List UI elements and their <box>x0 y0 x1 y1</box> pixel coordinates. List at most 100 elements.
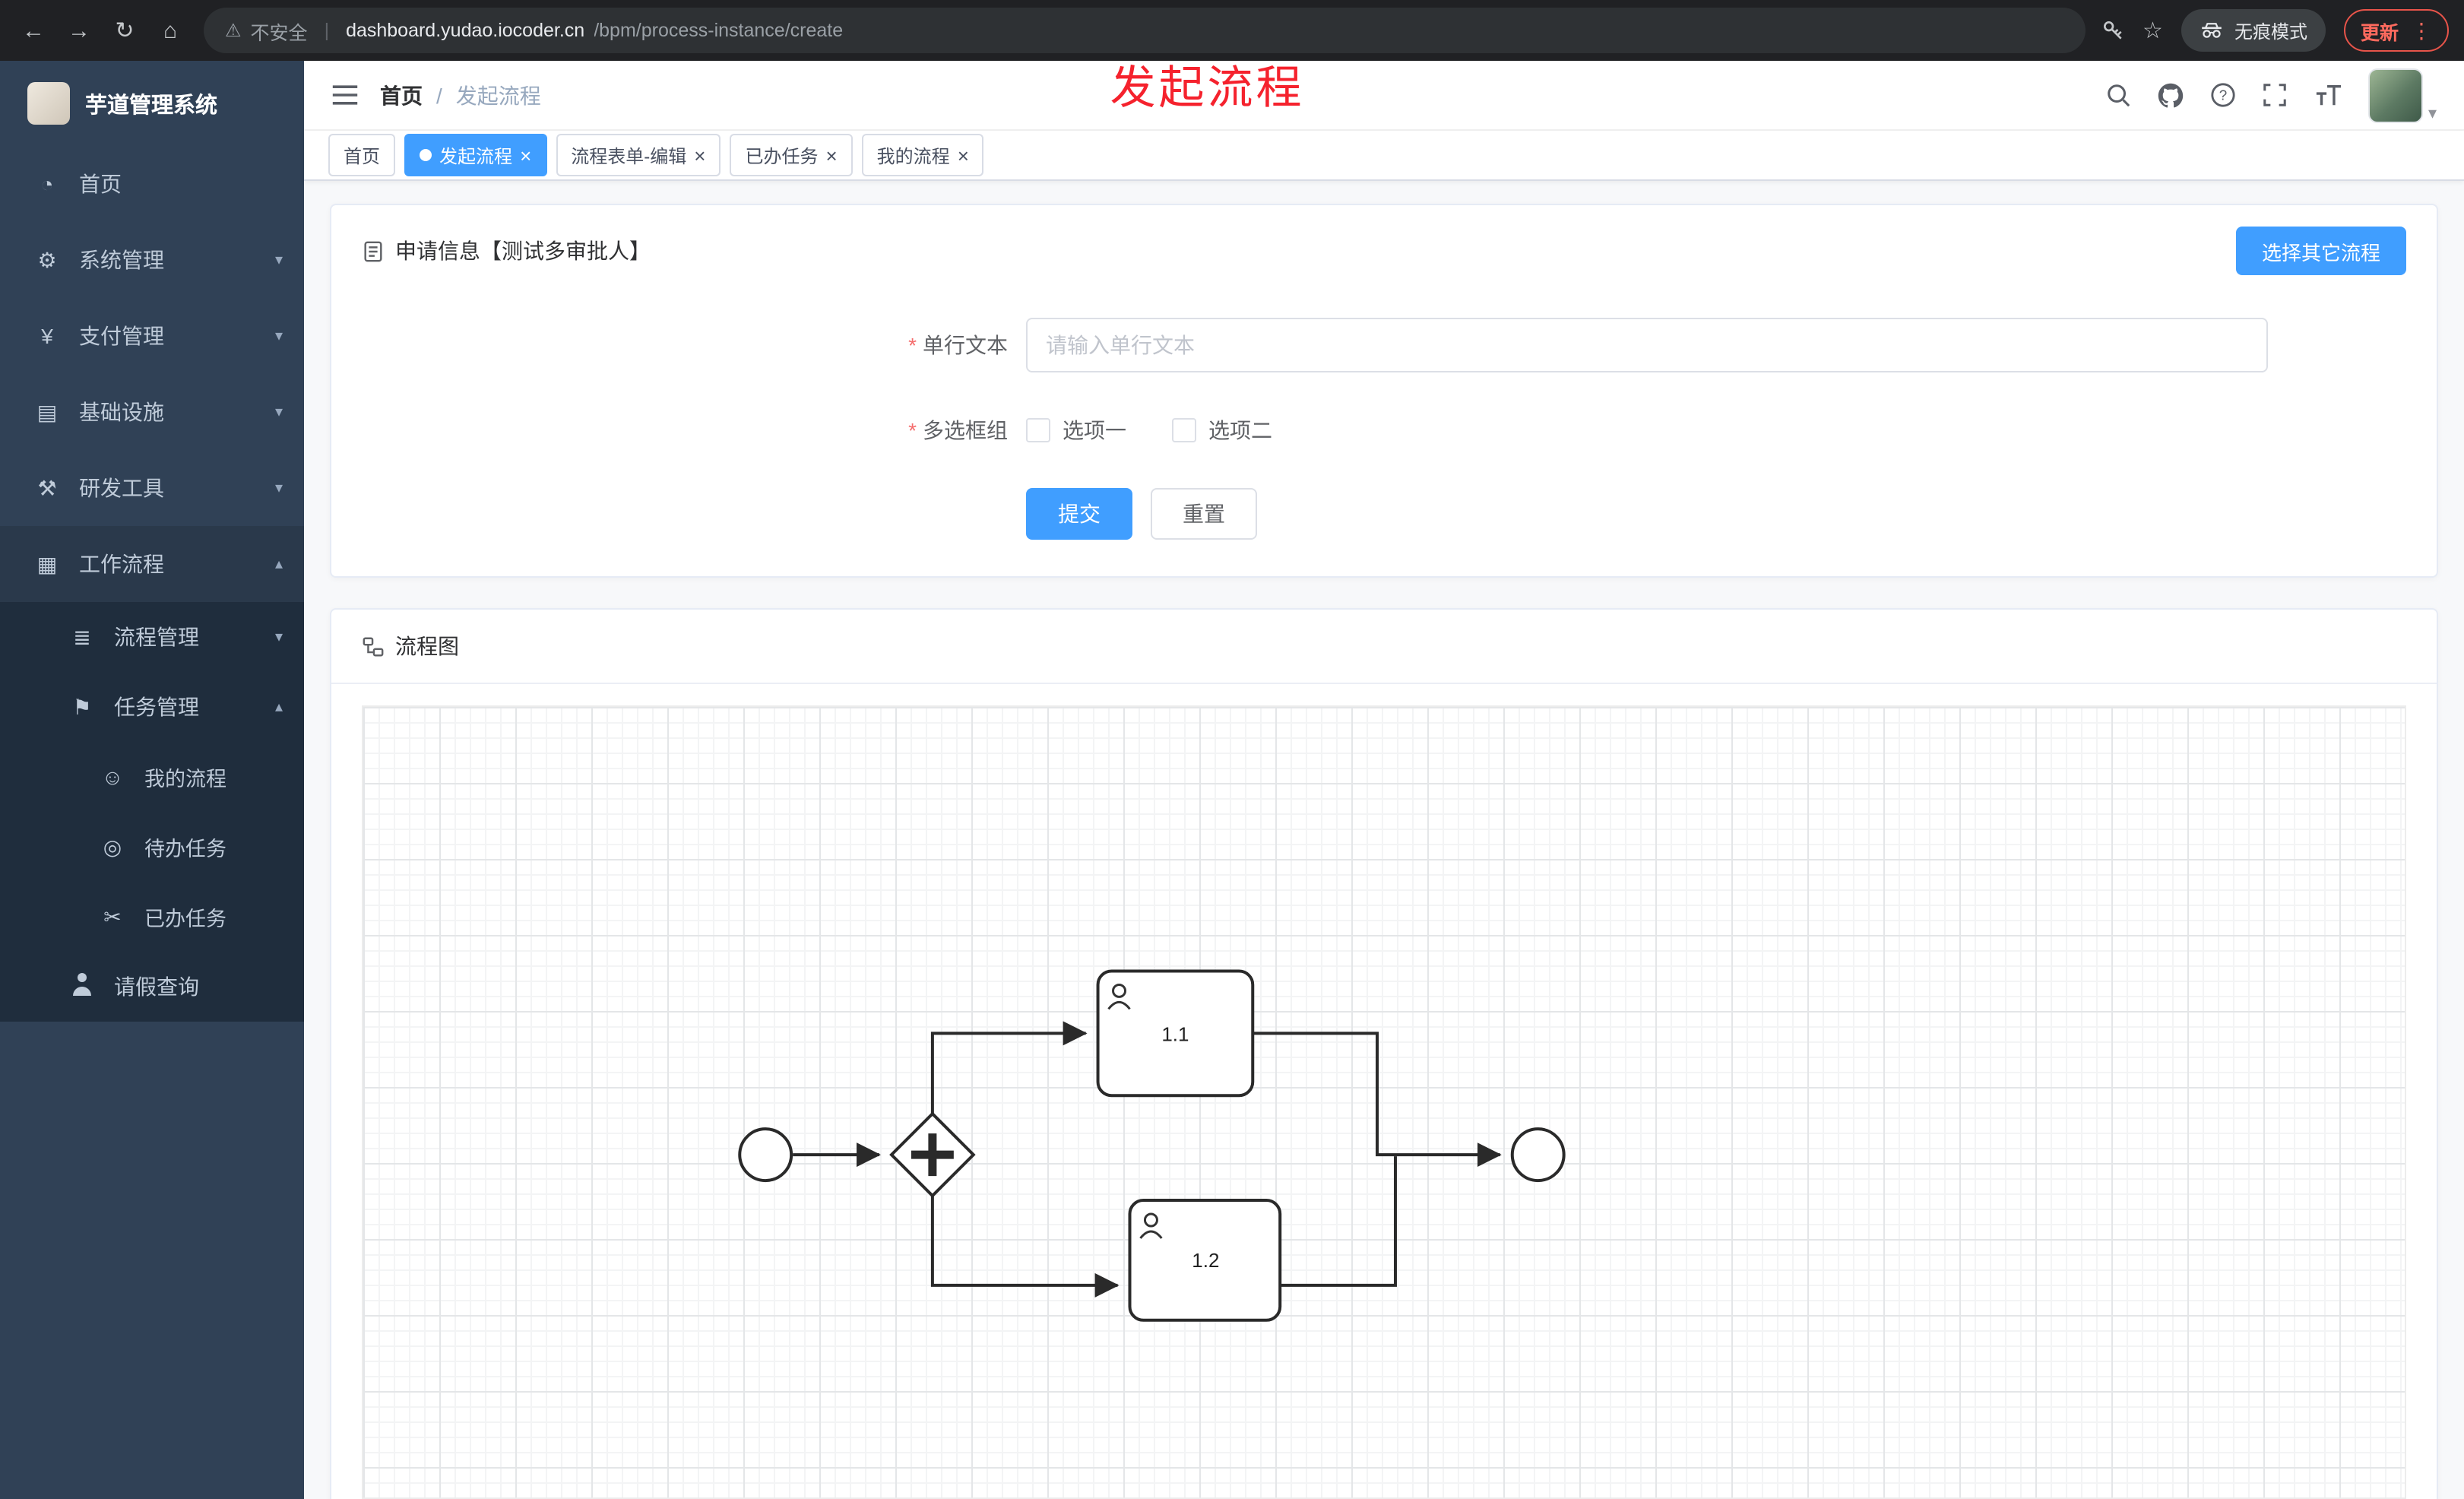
sidebar-item-workflow[interactable]: ▦ 工作流程 ▴ <box>0 526 304 602</box>
bookmark-star-icon[interactable]: ☆ <box>2143 18 2163 44</box>
close-icon[interactable]: × <box>520 144 532 166</box>
search-icon[interactable] <box>2106 82 2132 108</box>
reload-icon[interactable]: ↻ <box>115 18 135 44</box>
page-annotation-title: 发起流程 <box>1110 64 1305 114</box>
chevron-down-icon: ▾ <box>274 252 283 268</box>
update-label: 更新 <box>2360 22 2399 43</box>
single-line-text-input[interactable] <box>1026 318 2268 372</box>
breadcrumb-separator: / <box>436 83 442 107</box>
app-logo[interactable]: 芋道管理系统 <box>0 61 304 146</box>
process-diagram-title: 流程图 <box>395 634 459 658</box>
checkbox-option-1[interactable]: 选项一 <box>1026 415 1126 445</box>
main-area: 首页 / 发起流程 <box>304 61 2464 1499</box>
sidebar-item-system-management[interactable]: ⚙ 系统管理 ▾ <box>0 222 304 298</box>
breadcrumb: 首页 / 发起流程 <box>380 80 541 110</box>
security-label: 不安全 <box>250 22 308 43</box>
chevron-down-icon: ▾ <box>2428 104 2437 122</box>
sidebar-item-done-tasks[interactable]: ✂ 已办任务 <box>0 882 304 952</box>
dashboard-icon: ◔ <box>40 172 54 196</box>
reset-button[interactable]: 重置 <box>1151 488 1257 540</box>
header-actions: ? ▾ <box>2106 68 2437 122</box>
help-icon[interactable]: ? <box>2211 82 2237 108</box>
workflow-submenu: ≣ 流程管理 ▾ ⚑ 任务管理 ▴ ☺ 我的流程 ◎ 待办任务 <box>0 602 304 1022</box>
sidebar-item-todo-tasks[interactable]: ◎ 待办任务 <box>0 812 304 882</box>
incognito-label: 无痕模式 <box>2234 21 2307 42</box>
flag-icon: ⚑ <box>72 694 92 718</box>
sidebar-item-home[interactable]: ◔ 首页 <box>0 146 304 222</box>
sidebar-item-process-management[interactable]: ≣ 流程管理 ▾ <box>0 602 304 672</box>
security-warning-icon[interactable]: ⚠ <box>225 20 242 41</box>
chat-icon: ☺ <box>101 765 124 789</box>
address-bar[interactable]: ⚠ 不安全 | dashboard.yudao.iocoder.cn/bpm/p… <box>204 8 2086 53</box>
app-title: 芋道管理系统 <box>85 93 217 118</box>
browser-update-button[interactable]: 更新 ⋮ <box>2343 9 2449 52</box>
checkbox-option-2[interactable]: 选项二 <box>1172 415 1272 445</box>
choose-other-process-button[interactable]: 选择其它流程 <box>2235 227 2406 275</box>
tab-home[interactable]: 首页 <box>328 134 396 176</box>
start-event[interactable] <box>738 1127 793 1183</box>
yen-icon: ¥ <box>41 324 53 348</box>
sidebar-item-task-management[interactable]: ⚑ 任务管理 ▴ <box>0 672 304 742</box>
chevron-up-icon: ▴ <box>274 556 283 572</box>
sidebar-collapse-icon[interactable] <box>331 84 359 106</box>
user-task-2[interactable]: 1.2 <box>1128 1199 1282 1322</box>
end-event[interactable] <box>1510 1127 1566 1183</box>
browser-toolbar: ← → ↻ ⌂ ⚠ 不安全 | dashboard.yudao.iocoder.… <box>0 0 2464 61</box>
user-menu[interactable]: ▾ <box>2368 68 2437 122</box>
sidebar: 芋道管理系统 ◔ 首页 ⚙ 系统管理 ▾ ¥ 支付管理 ▾ ▤ 基础设施 ▾ <box>0 61 304 1499</box>
tab-initiate-process[interactable]: 发起流程 × <box>404 134 547 176</box>
user-task-1[interactable]: 1.1 <box>1096 969 1255 1098</box>
list-icon: ≣ <box>73 624 91 648</box>
breadcrumb-home[interactable]: 首页 <box>380 83 423 107</box>
sidebar-item-dev-tools[interactable]: ⚒ 研发工具 ▾ <box>0 450 304 526</box>
browser-right-controls: ☆ 无痕模式 更新 ⋮ <box>2100 9 2449 52</box>
breadcrumb-current: 发起流程 <box>455 83 541 107</box>
avatar[interactable] <box>2368 68 2424 122</box>
application-info-header: 申请信息【测试多审批人】 选择其它流程 <box>331 205 2437 296</box>
sidebar-item-leave-query[interactable]: 请假查询 <box>0 952 304 1022</box>
gear-icon: ⚙ <box>37 247 57 271</box>
process-diagram-card: 流程图 <box>330 608 2438 1499</box>
eye-icon: ◎ <box>103 834 122 858</box>
tab-my-process[interactable]: 我的流程 × <box>861 134 984 176</box>
tab-process-form-edit[interactable]: 流程表单-编辑 × <box>556 134 721 176</box>
checkbox-box[interactable] <box>1172 418 1196 442</box>
github-icon[interactable] <box>2158 81 2185 109</box>
application-info-title: 申请信息【测试多审批人】 <box>395 239 651 263</box>
url-path: /bpm/process-instance/create <box>594 20 844 41</box>
page-header: 首页 / 发起流程 <box>304 61 2464 131</box>
task-label: 1.2 <box>1192 1249 1219 1272</box>
close-icon[interactable]: × <box>694 144 706 166</box>
task-label: 1.1 <box>1161 1022 1189 1045</box>
browser-nav-buttons: ← → ↻ ⌂ <box>15 12 188 49</box>
font-size-icon[interactable] <box>2314 82 2343 108</box>
workflow-icon: ▦ <box>36 551 58 575</box>
home-icon[interactable]: ⌂ <box>163 17 178 43</box>
close-icon[interactable]: × <box>957 144 969 166</box>
forward-icon[interactable]: → <box>68 17 90 43</box>
application-info-card: 申请信息【测试多审批人】 选择其它流程 *单行文本 *多选框组 <box>330 204 2438 578</box>
checkbox-box[interactable] <box>1026 418 1050 442</box>
close-icon[interactable]: × <box>825 144 838 166</box>
submit-button[interactable]: 提交 <box>1026 488 1132 540</box>
bpmn-canvas[interactable]: 1.1 1.2 <box>362 705 2406 1499</box>
tab-done-tasks[interactable]: 已办任务 × <box>730 134 853 176</box>
scissors-icon: ✂ <box>103 904 122 928</box>
svg-text:?: ? <box>2220 88 2228 104</box>
parallel-gateway[interactable] <box>889 1111 976 1198</box>
flow-gateway-to-task2 <box>930 1196 1120 1298</box>
back-icon[interactable]: ← <box>22 17 45 43</box>
key-icon[interactable] <box>2100 18 2124 43</box>
sidebar-item-infrastructure[interactable]: ▤ 基础设施 ▾ <box>0 374 304 450</box>
process-diagram-header: 流程图 <box>331 610 2437 684</box>
fullscreen-icon[interactable] <box>2263 82 2288 108</box>
sidebar-item-my-process[interactable]: ☺ 我的流程 <box>0 742 304 812</box>
incognito-badge: 无痕模式 <box>2181 9 2326 52</box>
chevron-up-icon: ▴ <box>274 699 283 715</box>
flow-gateway-to-task1 <box>930 1021 1088 1114</box>
application-form: *单行文本 *多选框组 选项一 <box>331 296 2437 576</box>
chevron-down-icon: ▾ <box>274 629 283 645</box>
browser-menu-icon[interactable]: ⋮ <box>2411 17 2432 42</box>
sidebar-item-payment-management[interactable]: ¥ 支付管理 ▾ <box>0 298 304 374</box>
